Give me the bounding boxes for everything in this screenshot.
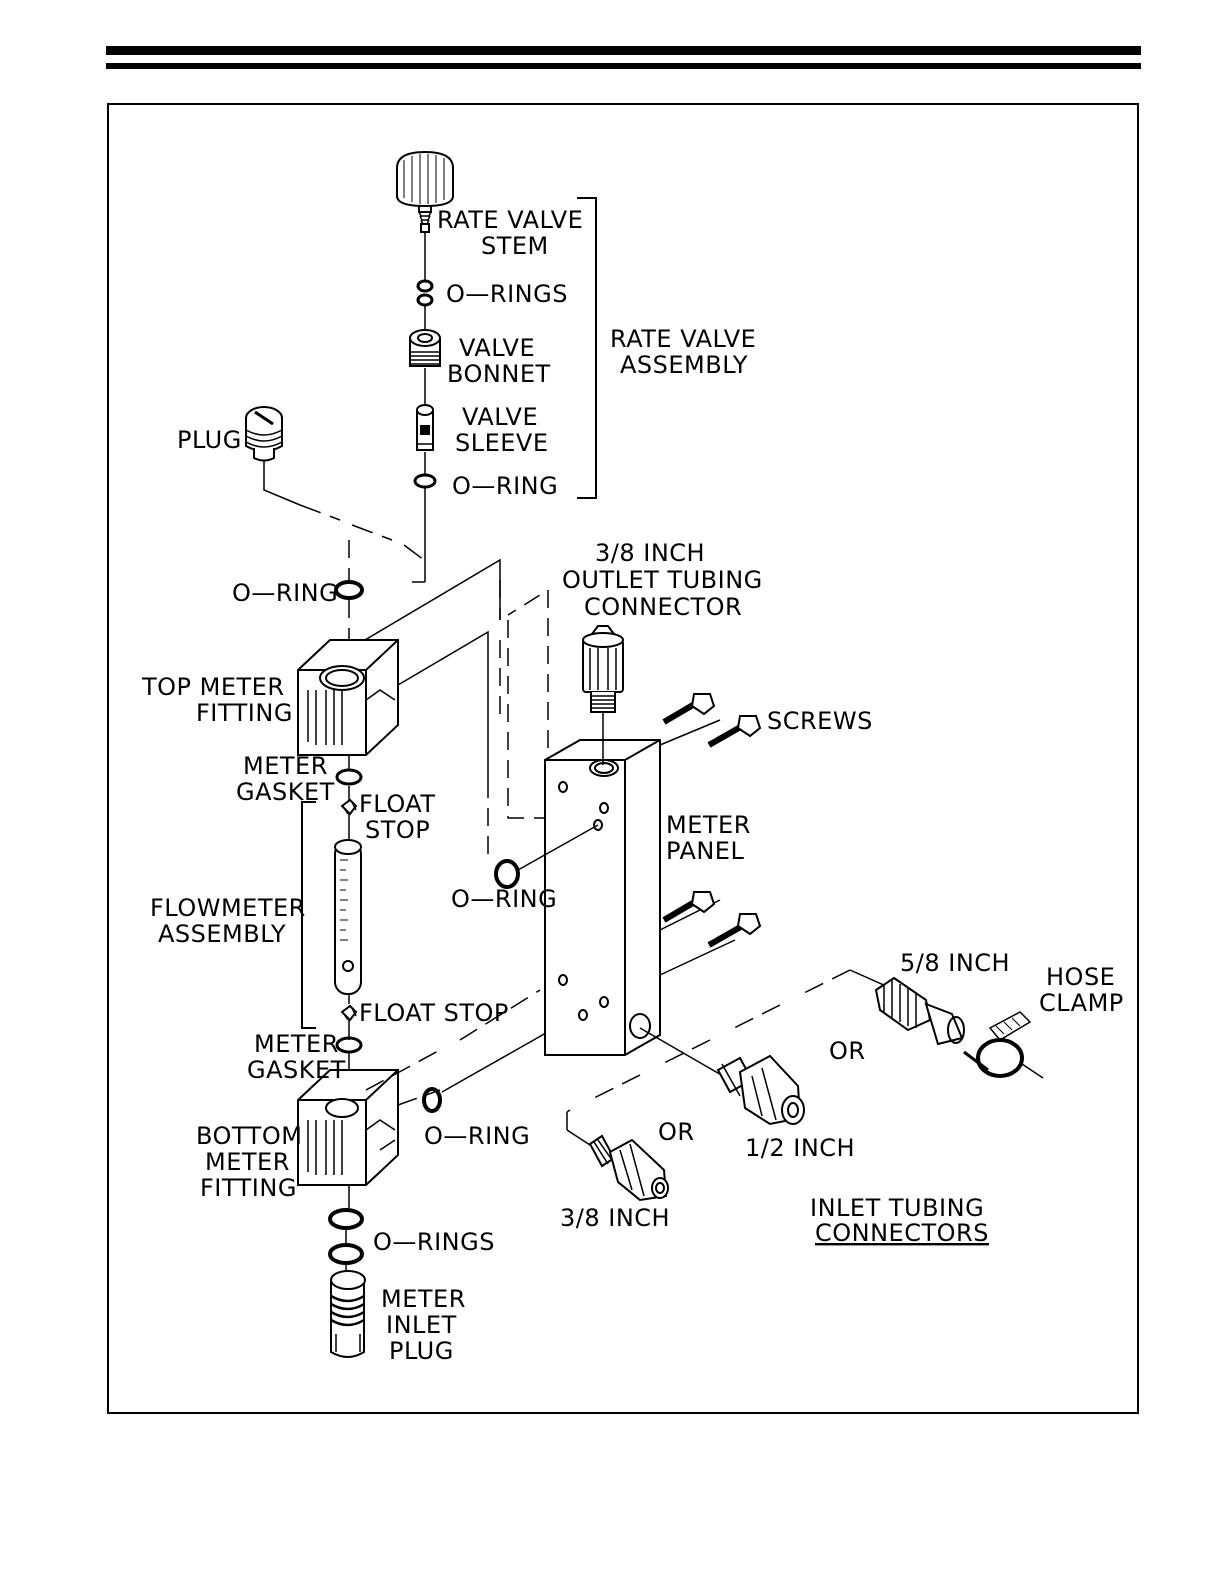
label-hose-clamp-2: CLAMP xyxy=(1039,989,1124,1017)
flowmeter-tube xyxy=(334,839,362,995)
label-valve-bonnet-2: BONNET xyxy=(447,360,551,388)
label-bottom-meter-fitting-2: METER xyxy=(205,1148,290,1176)
header-rule-thick xyxy=(106,46,1141,55)
rate-valve-assembly-bracket xyxy=(577,197,597,499)
meter-inlet-plug-part xyxy=(330,1270,366,1358)
label-rate-valve-stem-2: STEM xyxy=(481,232,549,260)
label-bottom-meter-fitting-1: BOTTOM xyxy=(196,1122,302,1150)
label-meter-inlet-plug-3: PLUG xyxy=(389,1337,454,1365)
label-meter-gasket-bottom-2: GASKET xyxy=(247,1056,346,1084)
label-rate-valve-assembly-1: RATE VALVE xyxy=(610,325,756,353)
label-valve-sleeve-2: SLEEVE xyxy=(455,429,549,457)
label-inlet-tubing-connectors-1: INLET TUBING xyxy=(810,1194,984,1222)
o-rings-small xyxy=(416,279,434,307)
label-float-stop-top-2: STOP xyxy=(365,816,430,844)
label-meter-panel-1: METER xyxy=(666,811,751,839)
label-five-eighths: 5/8 INCH xyxy=(900,949,1010,977)
label-plug: PLUG xyxy=(177,426,242,454)
label-outlet-connector-1: 3/8 INCH xyxy=(595,539,705,567)
label-flowmeter-assembly-2: ASSEMBLY xyxy=(158,920,286,948)
label-meter-inlet-plug-1: METER xyxy=(381,1285,466,1313)
rate-valve-stem-knob xyxy=(396,150,454,233)
label-float-stop-top-1: FLOAT xyxy=(359,790,436,818)
o-ring-valve xyxy=(413,473,437,489)
label-three-eighths: 3/8 INCH xyxy=(560,1204,670,1232)
label-o-ring-panel: O—RING xyxy=(451,885,557,913)
label-float-stop-bottom: FLOAT STOP xyxy=(359,999,509,1027)
label-meter-gasket-top-2: GASKET xyxy=(236,778,335,806)
label-rate-valve-assembly-2: ASSEMBLY xyxy=(620,351,748,379)
meter-gasket-top xyxy=(335,768,363,786)
label-outlet-connector-3: CONNECTOR xyxy=(584,593,742,621)
label-meter-panel-2: PANEL xyxy=(666,837,744,865)
label-o-ring-bottom-fitting: O—RING xyxy=(424,1122,530,1150)
screws-parts xyxy=(662,693,762,948)
valve-sleeve xyxy=(416,404,434,451)
float-stop-top xyxy=(340,798,358,816)
top-meter-fitting-block xyxy=(297,639,399,756)
o-ring-panel xyxy=(494,859,520,889)
label-bottom-meter-fitting-3: FITTING xyxy=(200,1174,297,1202)
label-half-inch: 1/2 INCH xyxy=(745,1134,855,1162)
label-o-ring-top-fitting: O—RING xyxy=(232,579,338,607)
hose-clamp-part xyxy=(963,1011,1044,1079)
label-inlet-tubing-connectors-2: CONNECTORS xyxy=(815,1219,989,1247)
flowmeter-assembly-bracket xyxy=(301,801,316,1029)
o-ring-top-fitting xyxy=(334,580,364,600)
valve-bonnet xyxy=(409,329,441,367)
label-top-meter-fitting-1: TOP METER xyxy=(141,673,285,701)
label-rate-valve-stem-1: RATE VALVE xyxy=(437,206,583,234)
label-top-meter-fitting-2: FITTING xyxy=(196,699,293,727)
meter-panel-block xyxy=(544,719,736,1056)
meter-gasket-bottom xyxy=(335,1036,363,1054)
header-rule-thin xyxy=(106,63,1141,69)
label-hose-clamp-1: HOSE xyxy=(1046,963,1115,991)
label-valve-sleeve-1: VALVE xyxy=(462,403,538,431)
label-o-ring-valve: O—RING xyxy=(452,472,558,500)
diagram-frame xyxy=(107,103,1139,1414)
label-flowmeter-assembly-1: FLOWMETER xyxy=(150,894,306,922)
label-or-right: OR xyxy=(829,1037,866,1065)
label-meter-inlet-plug-2: INLET xyxy=(386,1311,457,1339)
label-meter-gasket-top-1: METER xyxy=(243,752,328,780)
five-eighths-connector xyxy=(874,976,965,1046)
label-meter-gasket-bottom-1: METER xyxy=(254,1030,339,1058)
o-ring-bottom-fitting xyxy=(422,1087,442,1113)
bottom-meter-fitting-block xyxy=(297,1069,399,1186)
outlet-tubing-connector xyxy=(582,625,624,713)
label-valve-bonnet-1: VALVE xyxy=(459,334,535,362)
label-or-left: OR xyxy=(658,1118,695,1146)
label-o-rings-bottom: O—RINGS xyxy=(373,1228,495,1256)
label-o-rings-top: O—RINGS xyxy=(446,280,568,308)
label-screws: SCREWS xyxy=(767,707,873,735)
three-eighths-connector xyxy=(588,1134,669,1202)
plug-part xyxy=(245,406,283,462)
float-stop-bottom xyxy=(340,1004,358,1022)
label-outlet-connector-2: OUTLET TUBING xyxy=(562,566,763,594)
half-inch-connector xyxy=(716,1054,805,1126)
